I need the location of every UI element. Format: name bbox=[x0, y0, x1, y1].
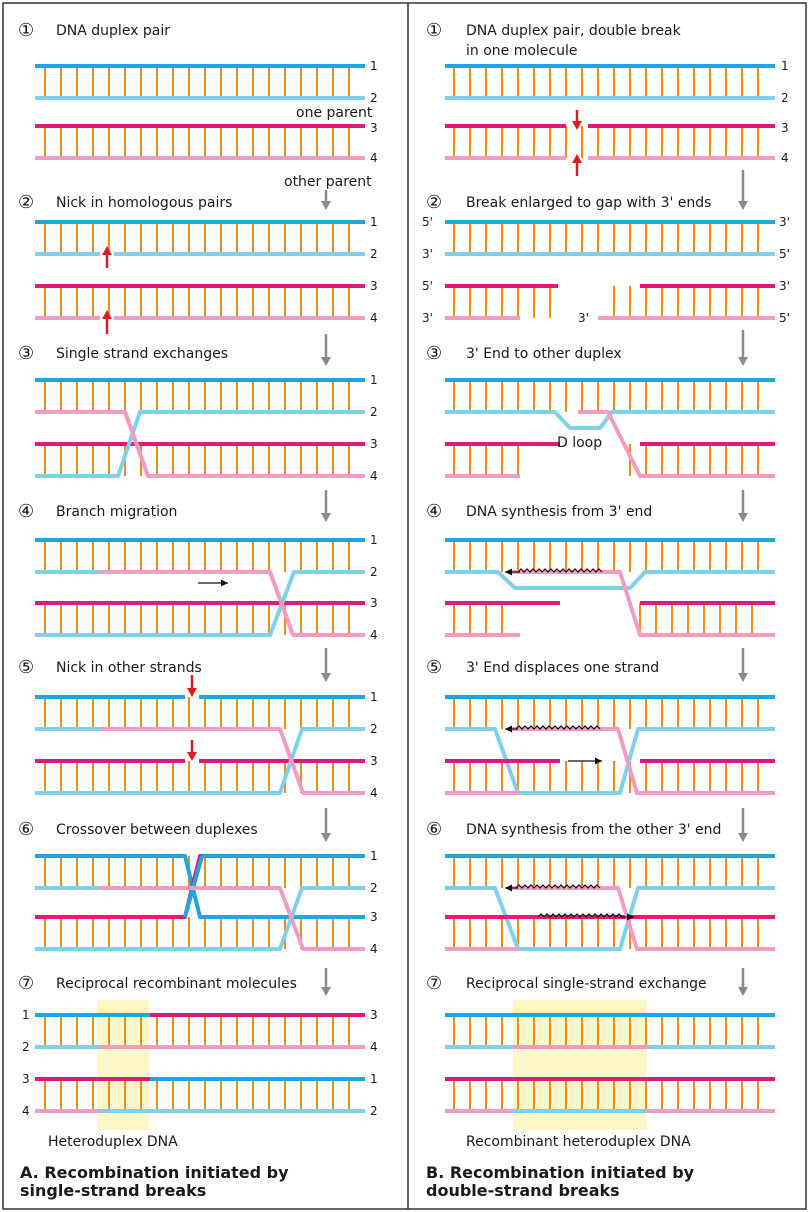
base-rungs bbox=[453, 126, 759, 158]
heteroduplex-highlight bbox=[513, 1000, 647, 1130]
strand-4-extended bbox=[508, 727, 775, 795]
strand-4 bbox=[100, 727, 365, 795]
new-dna-synthesis bbox=[515, 725, 601, 730]
base-rungs bbox=[44, 540, 350, 572]
base-rungs bbox=[453, 444, 519, 476]
nick-arrow-a5-upper-head bbox=[187, 688, 197, 697]
base-rungs bbox=[44, 1079, 350, 1111]
base-rungs bbox=[453, 697, 759, 729]
synthesis-arrow-b5-head bbox=[505, 725, 512, 733]
strand-2-displaced bbox=[445, 727, 775, 795]
base-rungs bbox=[629, 444, 759, 476]
nick-arrow-a2-lower-head bbox=[102, 310, 112, 319]
base-rungs bbox=[453, 66, 759, 98]
flow-arrow-a5-head bbox=[321, 833, 331, 842]
flow-arrow-b1-head bbox=[738, 201, 748, 210]
base-rungs bbox=[44, 444, 350, 476]
strand-4-crossing bbox=[100, 570, 295, 636]
base-rungs bbox=[44, 917, 350, 949]
base-rungs bbox=[44, 222, 350, 254]
base-rungs bbox=[453, 1015, 759, 1047]
break-arrow-top-head bbox=[572, 121, 582, 130]
flow-arrow-b2-head bbox=[738, 357, 748, 366]
strand-4 bbox=[100, 886, 365, 951]
strand-2-exchanged bbox=[35, 410, 365, 478]
new-dna-synthesis-top bbox=[515, 884, 601, 889]
base-rungs bbox=[44, 380, 350, 412]
base-rungs bbox=[44, 603, 350, 635]
new-dna-synthesis bbox=[517, 568, 603, 573]
strand-4-extended bbox=[510, 570, 775, 637]
base-rungs bbox=[453, 540, 759, 572]
flow-arrow-b3-head bbox=[738, 513, 748, 522]
base-rungs bbox=[453, 761, 759, 793]
base-rungs bbox=[453, 286, 551, 318]
strand-2-dloop bbox=[445, 410, 775, 430]
flow-arrow-b4-head bbox=[738, 673, 748, 682]
flow-arrow-b6-head bbox=[738, 987, 748, 996]
base-rungs bbox=[453, 1079, 759, 1111]
base-rungs bbox=[453, 380, 759, 412]
strand-2 bbox=[445, 886, 775, 951]
base-rungs bbox=[44, 126, 350, 158]
base-rungs bbox=[453, 603, 503, 635]
base-rungs bbox=[453, 856, 759, 888]
base-rungs bbox=[44, 286, 350, 318]
strand-2-displaced bbox=[445, 570, 775, 590]
branch-migration-arrow-head bbox=[221, 579, 228, 587]
break-arrow-bottom-head bbox=[572, 154, 582, 163]
nick-arrow-a2-upper-head bbox=[102, 246, 112, 255]
base-rungs bbox=[44, 66, 350, 98]
base-rungs bbox=[639, 603, 753, 635]
base-rungs bbox=[44, 856, 350, 888]
base-rungs bbox=[453, 917, 759, 949]
base-rungs bbox=[44, 1015, 350, 1047]
flow-arrow-a4-head bbox=[321, 673, 331, 682]
displacement-arrow-b5-head bbox=[595, 757, 602, 765]
flow-arrow-a3-head bbox=[321, 513, 331, 522]
base-rungs bbox=[453, 222, 759, 254]
strand-4-invading bbox=[578, 410, 775, 478]
flow-arrow-a6-head bbox=[321, 987, 331, 996]
flow-arrow-b5-head bbox=[738, 833, 748, 842]
nick-arrow-a5-lower-head bbox=[187, 752, 197, 761]
base-rungs bbox=[44, 697, 350, 729]
strand-4-crossing bbox=[100, 410, 150, 477]
base-rungs bbox=[613, 286, 759, 318]
flow-arrow-a1-head bbox=[321, 201, 331, 210]
new-dna-synthesis-bottom bbox=[537, 913, 623, 918]
synthesis-arrow-b4-head bbox=[505, 568, 512, 576]
synthesis-arrow-b6-bottom-head bbox=[627, 913, 634, 921]
flow-arrow-a2-head bbox=[321, 357, 331, 366]
synthesis-arrow-b6-top-head bbox=[505, 884, 512, 892]
